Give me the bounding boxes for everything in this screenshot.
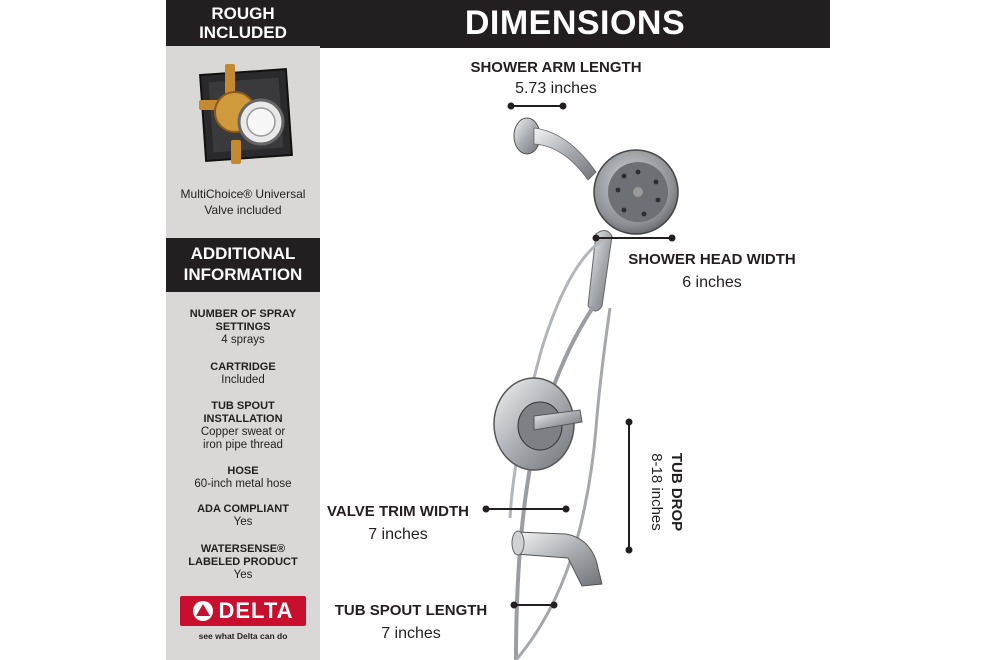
shower-arm-length-label: SHOWER ARM LENGTH: [470, 59, 642, 76]
tub-spout-length-label: TUB SPOUT LENGTH: [334, 602, 488, 619]
valve-caption-line-2: Valve included: [204, 203, 282, 217]
spec-title: SETTINGS: [215, 321, 271, 333]
spec-watersense: WATERSENSE® LABELED PRODUCT Yes: [166, 543, 320, 582]
spec-ada-compliant: ADA COMPLIANT Yes: [166, 503, 320, 529]
spec-title: LABELED PRODUCT: [188, 556, 298, 568]
tub-drop-dimension: TUB DROP 8-18 inches: [642, 432, 686, 552]
rough-valve-image: [199, 64, 293, 164]
spec-value: iron pipe thread: [203, 439, 283, 451]
shower-head-width-label: SHOWER HEAD WIDTH: [628, 251, 796, 268]
spec-title: HOSE: [227, 465, 259, 477]
tub-spout-length-value: 7 inches: [381, 625, 441, 642]
spec-value: Copper sweat or: [200, 426, 286, 438]
shower-arm-length-value: 5.73 inches: [515, 80, 597, 97]
spec-title: CARTRIDGE: [210, 361, 276, 373]
spec-tub-spout-installation: TUB SPOUT INSTALLATION Copper sweat or i…: [166, 400, 320, 452]
valve-trim-width-label: VALVE TRIM WIDTH: [327, 503, 469, 520]
spec-value: 60-inch metal hose: [194, 478, 292, 490]
delta-logo: DELTA: [180, 596, 306, 626]
valve-caption: MultiChoice® Universal Valve included: [166, 186, 320, 218]
tub-drop-label: TUB DROP: [668, 452, 685, 532]
spec-hose: HOSE 60-inch metal hose: [166, 465, 320, 491]
dimensions-header: DIMENSIONS: [320, 0, 830, 48]
tagline: see what Delta can do: [198, 631, 288, 641]
addl-header-line-2: INFORMATION: [183, 265, 303, 284]
additional-information-header: ADDITIONAL INFORMATION: [166, 238, 320, 292]
spec-spray-settings: NUMBER OF SPRAY SETTINGS 4 sprays: [166, 308, 320, 347]
rough-header-line-1: ROUGH: [211, 4, 275, 23]
valve-caption-line-1: MultiChoice® Universal: [180, 187, 306, 201]
spec-value: Yes: [233, 569, 253, 581]
rough-included-header: ROUGH INCLUDED: [166, 0, 320, 46]
spec-value: Included: [221, 374, 265, 386]
shower-head-width-value: 6 inches: [682, 274, 742, 291]
tub-drop-value: 8-18 inches: [648, 453, 665, 531]
spec-title: WATERSENSE®: [200, 543, 286, 555]
delta-triangle-icon: [193, 601, 214, 621]
sidebar: ROUGH INCLUDED MultiChoice® Universal Va…: [166, 0, 320, 660]
valve-trim-width-value: 7 inches: [368, 526, 428, 543]
spec-value: Yes: [233, 516, 253, 528]
spec-title: ADA COMPLIANT: [197, 503, 289, 515]
logo-text: DELTA: [218, 598, 294, 623]
spec-title: TUB SPOUT: [211, 400, 275, 412]
spec-title: NUMBER OF SPRAY: [189, 308, 297, 320]
rough-header-line-2: INCLUDED: [199, 23, 287, 42]
spec-cartridge: CARTRIDGE Included: [166, 361, 320, 387]
spec-title: INSTALLATION: [203, 413, 283, 425]
addl-header-line-1: ADDITIONAL: [190, 244, 296, 263]
spec-value: 4 sprays: [221, 334, 265, 346]
shower-product-illustration: [482, 102, 679, 660]
